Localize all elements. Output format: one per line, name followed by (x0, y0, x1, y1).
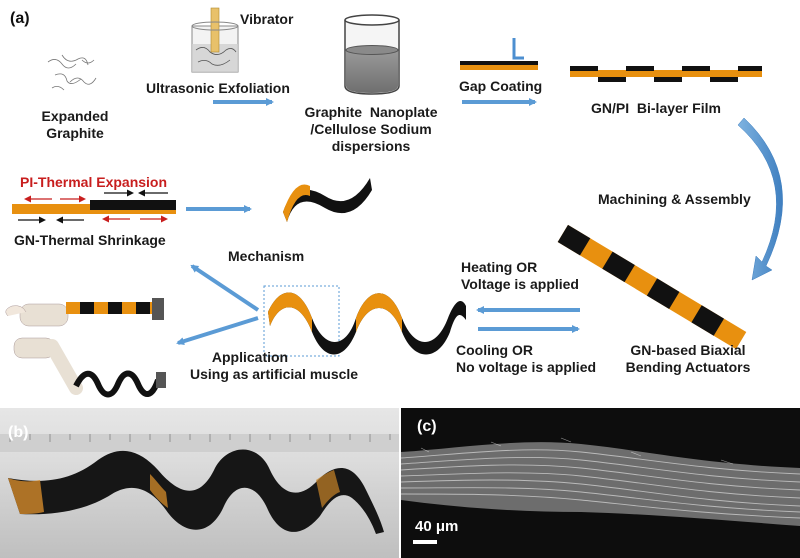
dispersion-beaker-illustration (344, 14, 400, 95)
gap-coating-label: Gap Coating (459, 78, 543, 94)
heating-line2: Voltage is applied (461, 276, 579, 292)
panel-a: (a) Vibrator Expanded Graphite Ultrasoni… (5, 7, 783, 398)
panel-a-graphics (5, 7, 783, 398)
dispersion-line1: Graphite Nanoplate (304, 104, 438, 120)
application-line1: Application (211, 349, 289, 365)
arrow-to-mechanism-2 (190, 264, 260, 312)
panel-b-label: (b) (8, 424, 29, 441)
biaxial-actuator-strip (557, 224, 747, 350)
expanded-graphite-label: Expanded Graphite (20, 108, 130, 142)
photo-actuator (8, 449, 384, 534)
panel-b-photo: (b) (0, 408, 399, 558)
panel-a-label: (a) (10, 10, 30, 27)
panel-b-graphics (0, 434, 399, 534)
cooling-line1: Cooling OR (456, 342, 533, 358)
thermal-mechanism-strip (12, 189, 176, 224)
curved-arrow (737, 117, 783, 281)
ultrasonic-exfoliation-label: Ultrasonic Exfoliation (146, 80, 290, 96)
dispersion-line3: dispersions (331, 138, 411, 154)
expanded-graphite-line1: Expanded (41, 108, 109, 124)
heating-line1: Heating OR (461, 259, 538, 275)
artificial-muscle-arm-top (5, 298, 164, 327)
application-label: Application Using as artificial muscle (190, 349, 359, 383)
gn-thermal-shrinkage-label: GN-Thermal Shrinkage (14, 232, 166, 248)
panel-c-label: (c) (417, 418, 437, 435)
arrow-to-application (176, 316, 259, 346)
panel-c-graphics (401, 437, 800, 544)
ultrasonic-beaker-illustration (191, 7, 239, 73)
actuator-line2: Bending Actuators (625, 359, 751, 375)
actuator-line1: GN-based Biaxial (630, 342, 746, 358)
panel-c-sem: (c) 40 μm (401, 408, 800, 558)
artificial-muscle-arm-bottom (13, 337, 166, 398)
expanded-graphite-illustration (47, 54, 97, 91)
mechanism-bent-strip (283, 178, 372, 222)
bilayer-film-illustration (570, 66, 762, 82)
mechanism-label: Mechanism (228, 248, 305, 264)
scale-bar-label: 40 μm (415, 518, 459, 535)
heating-label: Heating OR Voltage is applied (461, 259, 579, 293)
expanded-graphite-line2: Graphite (46, 125, 104, 141)
scale-bar (413, 540, 437, 544)
application-line2: Using as artificial muscle (190, 366, 359, 382)
dispersion-label: Graphite Nanoplate /Cellulose Sodium dis… (286, 104, 456, 155)
actuator-label: GN-based Biaxial Bending Actuators (608, 342, 768, 376)
vibrator-label: Vibrator (240, 11, 294, 27)
cooling-label: Cooling OR No voltage is applied (456, 342, 596, 376)
wavy-actuator (268, 292, 466, 355)
cooling-line2: No voltage is applied (456, 359, 597, 375)
gap-coating-illustration (460, 38, 538, 70)
bilayer-label: GN/PI Bi-layer Film (591, 100, 721, 116)
machining-label: Machining & Assembly (598, 191, 751, 207)
dispersion-line2: /Cellulose Sodium (310, 121, 432, 137)
pi-thermal-expansion-label: PI-Thermal Expansion (20, 174, 168, 190)
zoom-box (263, 285, 340, 357)
